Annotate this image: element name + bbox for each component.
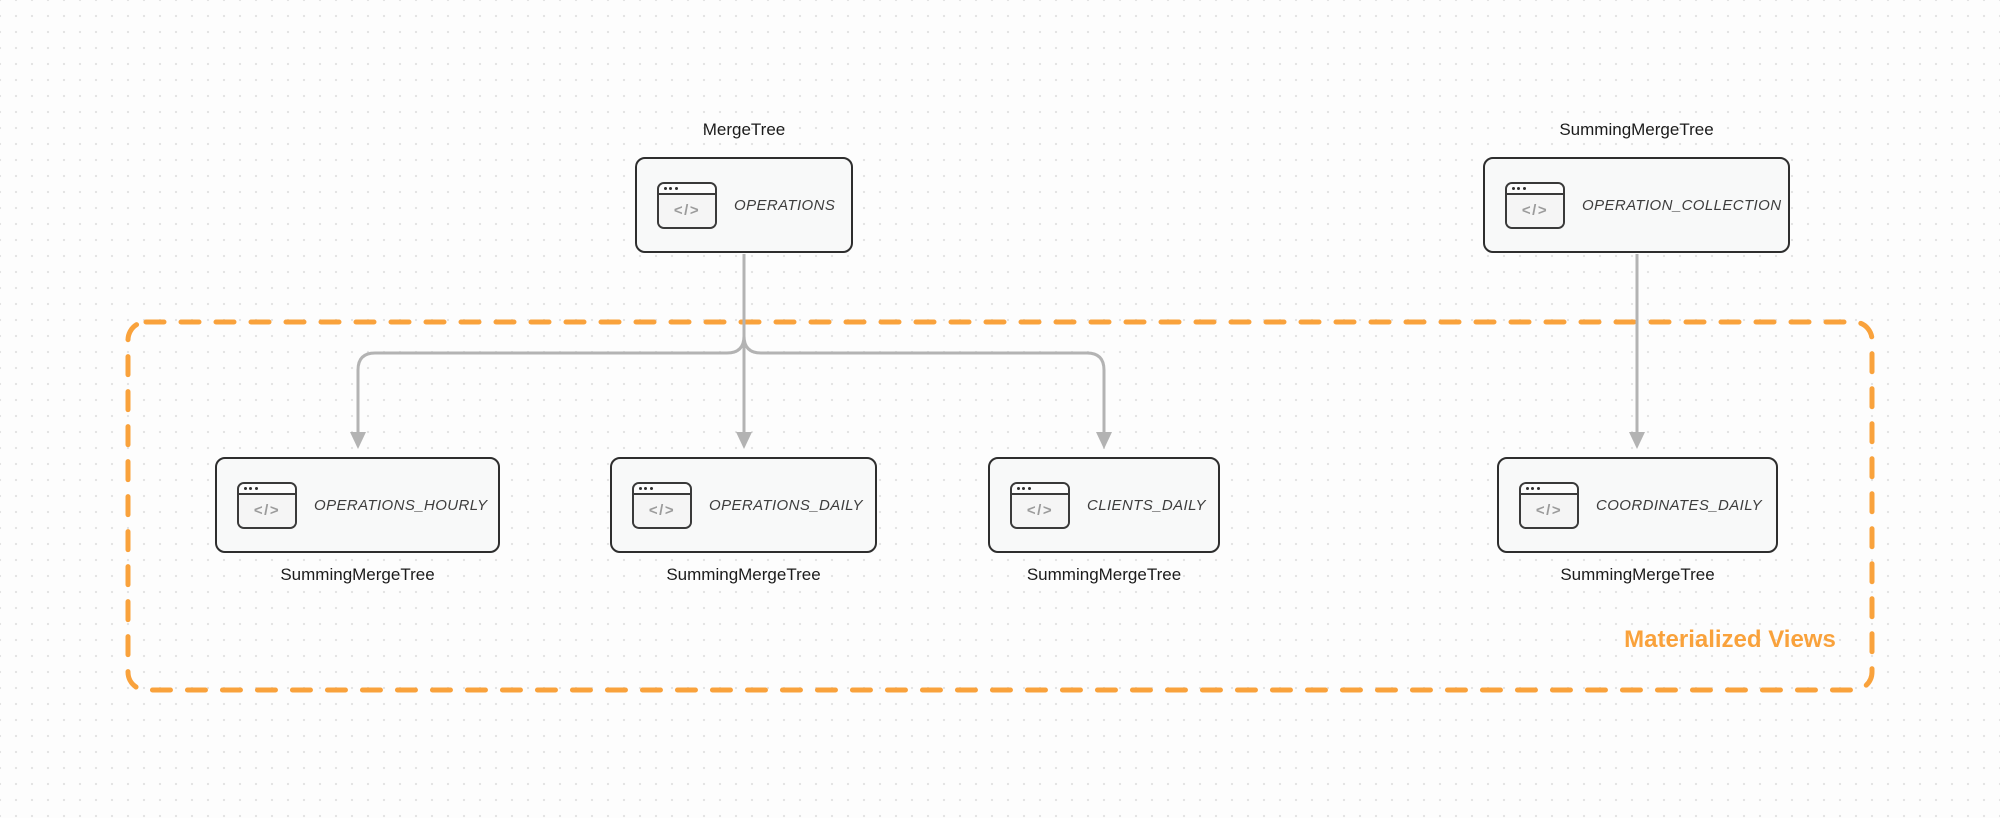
window-topbar bbox=[659, 183, 715, 195]
code-glyph: </> bbox=[648, 502, 676, 519]
engine-label: SummingMergeTree bbox=[1559, 120, 1714, 139]
window-body: </> bbox=[239, 494, 295, 527]
engine-label: SummingMergeTree bbox=[666, 565, 821, 584]
materialized-views-group-border bbox=[125, 319, 1875, 693]
window-topbar bbox=[634, 483, 690, 495]
table-box-operations[interactable]: </> OPERATIONS bbox=[635, 157, 853, 253]
arrowhead-coordinates-daily bbox=[1629, 432, 1645, 449]
window-topbar bbox=[1521, 483, 1577, 495]
window-dot bbox=[649, 486, 653, 490]
code-glyph: </> bbox=[1521, 202, 1549, 219]
code-window-icon: </> bbox=[1010, 481, 1070, 529]
code-window-icon: </> bbox=[657, 181, 717, 229]
window-topbar bbox=[1507, 183, 1563, 195]
engine-label: SummingMergeTree bbox=[1560, 565, 1715, 584]
window-dot bbox=[1016, 486, 1020, 490]
table-name: OPERATIONS bbox=[734, 196, 836, 214]
window-dot bbox=[249, 486, 253, 490]
table-name: CLIENTS_DAILY bbox=[1087, 496, 1206, 514]
engine-label: SummingMergeTree bbox=[280, 565, 435, 584]
table-name: OPERATION_COLLECTION bbox=[1582, 196, 1782, 214]
window-dot bbox=[1531, 486, 1535, 490]
engine-label: MergeTree bbox=[702, 120, 786, 139]
window-body: </> bbox=[1521, 494, 1577, 527]
arrowhead-clients-daily bbox=[1096, 432, 1112, 449]
window-dot bbox=[638, 486, 642, 490]
node-operations-daily: </> OPERATIONS_DAILY SummingMergeTree bbox=[610, 457, 877, 586]
code-window-icon: </> bbox=[1505, 181, 1565, 229]
window-dot bbox=[674, 186, 678, 190]
table-name: OPERATIONS_DAILY bbox=[709, 496, 863, 514]
window-body: </> bbox=[1012, 494, 1068, 527]
engine-label: SummingMergeTree bbox=[1026, 565, 1182, 584]
code-glyph: </> bbox=[673, 202, 701, 219]
window-dot bbox=[669, 186, 673, 190]
code-glyph: </> bbox=[253, 502, 281, 519]
node-operations-hourly: </> OPERATIONS_HOURLY SummingMergeTree bbox=[215, 457, 500, 586]
window-body: </> bbox=[1507, 194, 1563, 227]
window-topbar bbox=[239, 483, 295, 495]
window-topbar bbox=[1012, 483, 1068, 495]
window-dot bbox=[1027, 486, 1031, 490]
window-dot bbox=[644, 486, 648, 490]
edge-operations-to-clients-daily bbox=[742, 335, 1106, 434]
node-clients-daily: </> CLIENTS_DAILY SummingMergeTree bbox=[988, 457, 1220, 586]
table-box-coordinates-daily[interactable]: </> COORDINATES_DAILY bbox=[1497, 457, 1778, 553]
code-window-icon: </> bbox=[237, 481, 297, 529]
code-window-icon: </> bbox=[1519, 481, 1579, 529]
table-box-operation-collection[interactable]: </> OPERATION_COLLECTION bbox=[1483, 157, 1790, 253]
table-box-operations-daily[interactable]: </> OPERATIONS_DAILY bbox=[610, 457, 877, 553]
window-dot bbox=[1511, 186, 1515, 190]
code-window-icon: </> bbox=[632, 481, 692, 529]
node-operation-collection: SummingMergeTree </> OPERATION_COLLECTIO… bbox=[1483, 119, 1790, 253]
materialized-views-label: Materialized Views bbox=[1624, 626, 1836, 653]
arrowhead-operations-hourly bbox=[350, 432, 366, 449]
window-body: </> bbox=[634, 494, 690, 527]
node-operations: MergeTree </> OPERATIONS bbox=[635, 119, 853, 253]
code-glyph: </> bbox=[1026, 502, 1054, 519]
table-name: COORDINATES_DAILY bbox=[1596, 496, 1763, 514]
arrowhead-operations-daily bbox=[736, 432, 752, 449]
window-dot bbox=[254, 486, 258, 490]
table-box-operations-hourly[interactable]: </> OPERATIONS_HOURLY bbox=[215, 457, 500, 553]
window-dot bbox=[1536, 486, 1540, 490]
table-box-clients-daily[interactable]: </> CLIENTS_DAILY bbox=[988, 457, 1220, 553]
window-dot bbox=[663, 186, 667, 190]
window-body: </> bbox=[659, 194, 715, 227]
code-glyph: </> bbox=[1535, 502, 1563, 519]
window-dot bbox=[243, 486, 247, 490]
table-name: OPERATIONS_HOURLY bbox=[314, 496, 488, 514]
window-dot bbox=[1522, 186, 1526, 190]
node-coordinates-daily: </> COORDINATES_DAILY SummingMergeTree bbox=[1497, 457, 1778, 586]
window-dot bbox=[1517, 186, 1521, 190]
window-dot bbox=[1022, 486, 1026, 490]
window-dot bbox=[1525, 486, 1529, 490]
edge-operations-to-operations-hourly bbox=[356, 335, 746, 434]
